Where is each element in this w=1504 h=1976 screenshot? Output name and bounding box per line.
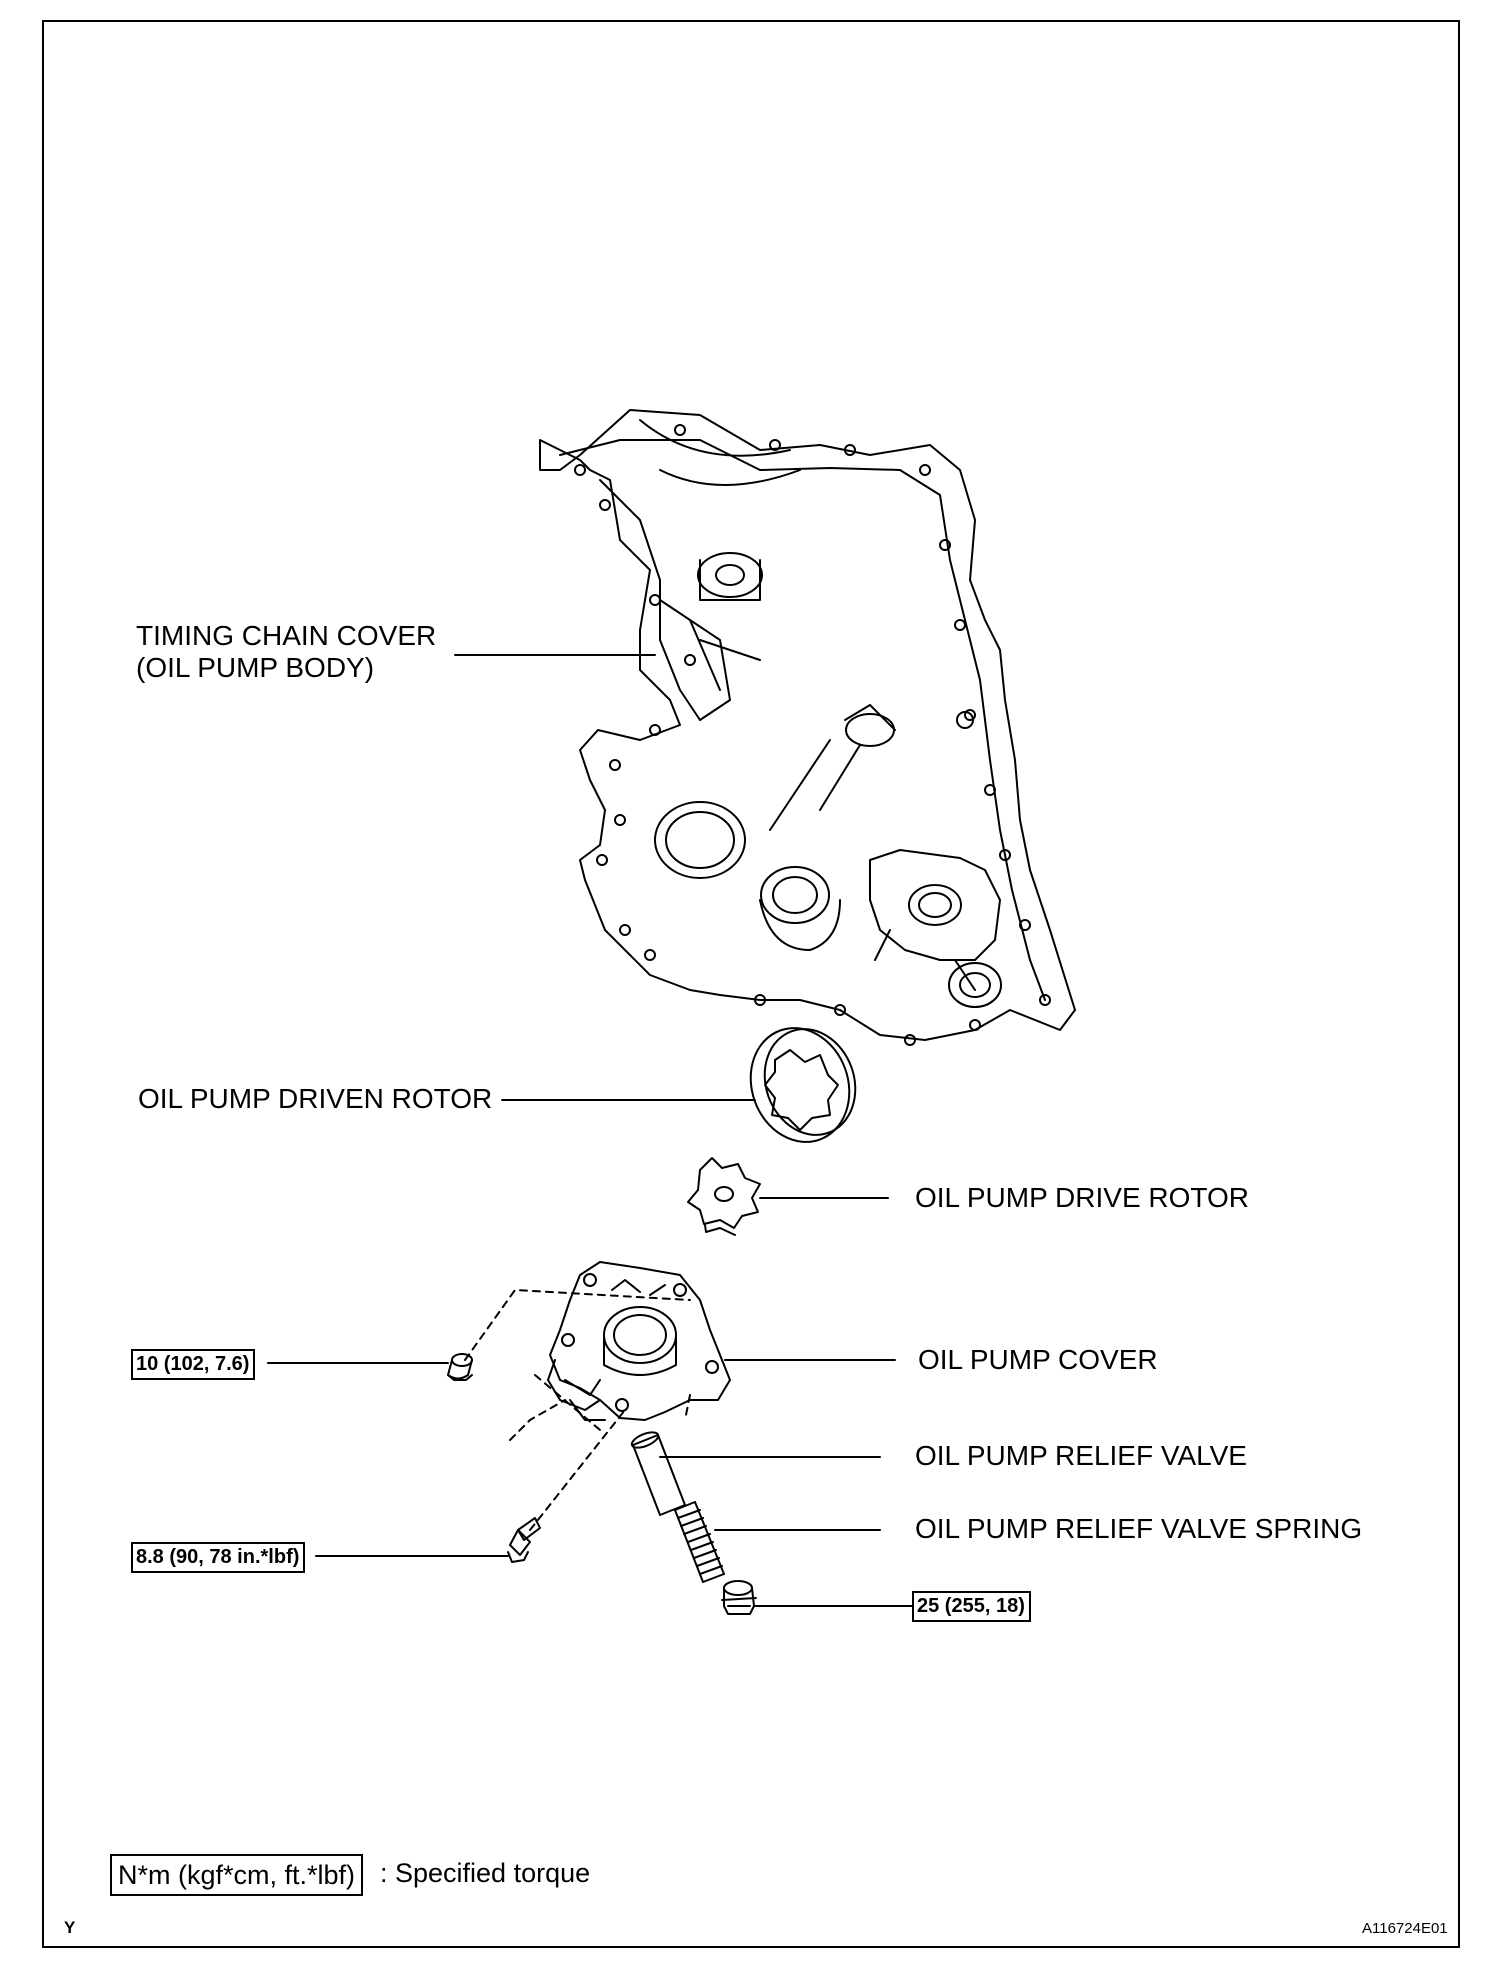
leader-lines — [267, 654, 913, 1607]
label-driven-rotor: OIL PUMP DRIVEN ROTOR — [138, 1083, 493, 1114]
oil-pump-driven-rotor — [749, 1027, 857, 1143]
oil-pump-drive-rotor — [687, 1157, 761, 1236]
timing-chain-cover — [539, 409, 1076, 1046]
label-relief-valve: OIL PUMP RELIEF VALVE — [915, 1440, 1247, 1471]
legend-units-box: N*m (kgf*cm, ft.*lbf) — [110, 1854, 364, 1896]
label-oil-pump-body: (OIL PUMP BODY) — [136, 652, 375, 683]
label-drive-rotor: OIL PUMP DRIVE ROTOR — [915, 1182, 1249, 1213]
relief-valve-plug — [721, 1580, 757, 1615]
legend-meaning: : Specified torque — [380, 1858, 591, 1888]
torque-plug: 25 (255, 18) — [912, 1591, 1031, 1622]
label-pump-cover: OIL PUMP COVER — [918, 1344, 1158, 1375]
corner-letter: Y — [64, 1918, 76, 1937]
oil-pump-relief-valve — [630, 1431, 686, 1516]
diagram-frame — [42, 20, 1460, 1948]
cover-bolt — [447, 1353, 473, 1381]
torque-lower-bolt: 8.8 (90, 78 in.*lbf) — [131, 1542, 306, 1573]
label-timing-chain-cover: TIMING CHAIN COVER — [136, 620, 437, 651]
lower-bolt — [507, 1517, 541, 1563]
label-relief-valve-spring: OIL PUMP RELIEF VALVE SPRING — [915, 1513, 1363, 1544]
figure-code: A116724E01 — [1362, 1920, 1448, 1937]
torque-cover-bolt: 10 (102, 7.6) — [131, 1349, 256, 1380]
oil-pump-relief-valve-spring — [674, 1501, 725, 1583]
oil-pump-cover — [547, 1261, 731, 1421]
alignment-dashes — [464, 1289, 691, 1531]
